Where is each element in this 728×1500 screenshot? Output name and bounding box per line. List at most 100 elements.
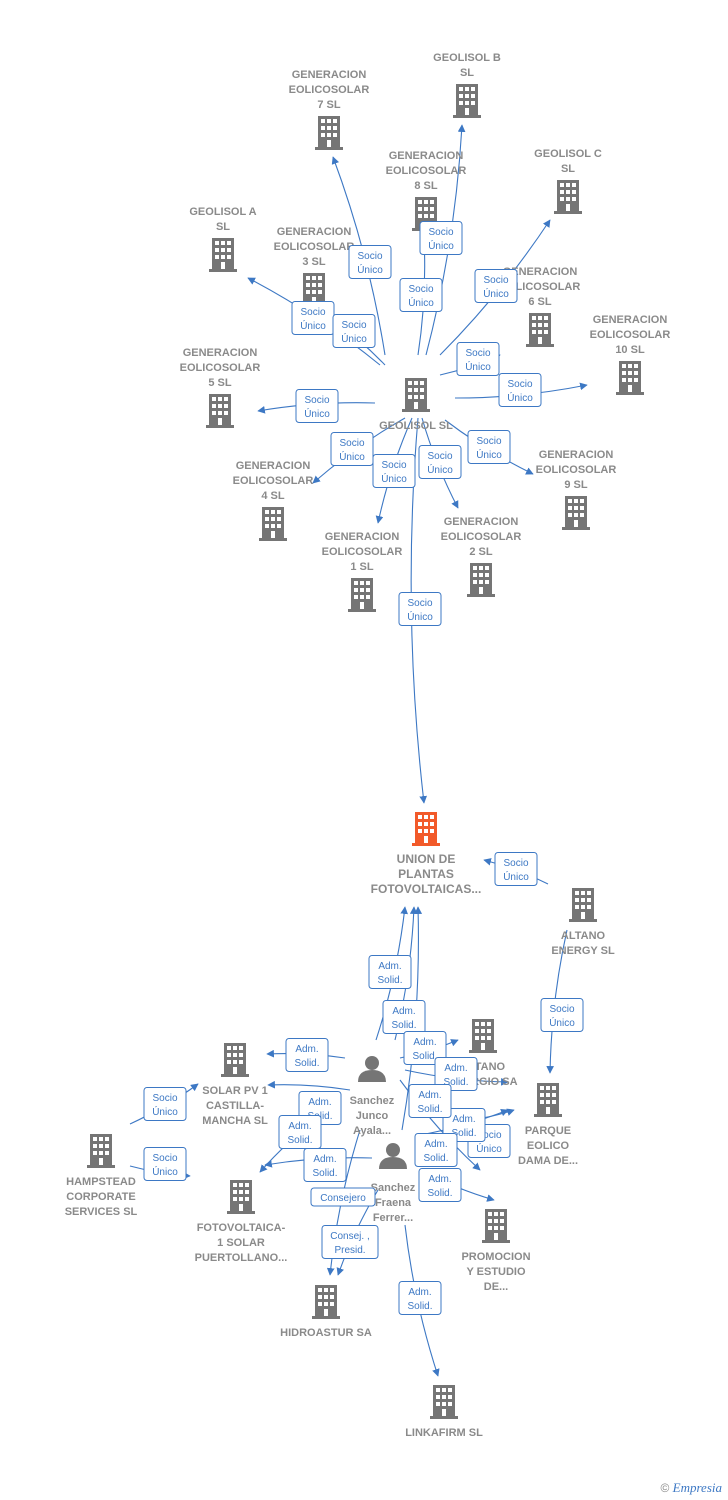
edge-label-text: Único	[465, 360, 491, 373]
edge-label-text: Socio	[465, 348, 490, 359]
edge-label-box[interactable]: Adm.Solid.	[285, 1038, 329, 1072]
edge-label-text: Solid.	[407, 1301, 432, 1312]
edge-label-box[interactable]: Adm.Solid.	[303, 1148, 347, 1182]
edge-label-box[interactable]: Adm.Solid.	[398, 1281, 442, 1315]
node-geolisola[interactable]: GEOLISOL ASL	[189, 206, 257, 272]
node-label-line: SL	[460, 67, 474, 79]
edge-label-frame	[456, 342, 500, 376]
node-label-line: ENERGY SL	[551, 945, 615, 957]
building-icon	[402, 378, 430, 412]
edge-label-text: Único	[339, 450, 365, 463]
edge-label-text: Único	[407, 610, 433, 623]
node-label-line: 8 SL	[414, 180, 438, 192]
edge-label-box[interactable]: Adm.Solid.	[403, 1031, 447, 1065]
node-label-line: EOLICOSOLAR	[274, 241, 355, 253]
footer-brand[interactable]: © Empresia	[660, 1480, 722, 1496]
node-label-line: Fraena	[375, 1197, 412, 1209]
node-label-line: 2 SL	[469, 546, 493, 558]
edge-label-text: Único	[408, 296, 434, 309]
node-sanchez1[interactable]: SanchezJuncoAyala...	[350, 1056, 395, 1137]
building-icon	[412, 812, 440, 846]
node-label-line: GENERACION	[183, 347, 258, 359]
node-label-line: CASTILLA-	[206, 1100, 264, 1112]
edge-label-text: Solid.	[412, 1051, 437, 1062]
node-geolisolb[interactable]: GEOLISOL BSL	[433, 52, 501, 118]
edge-label-box[interactable]: Adm.Solid.	[414, 1133, 458, 1167]
edge-label-text: Adm.	[418, 1090, 441, 1101]
edge-label-frame	[321, 1225, 379, 1259]
edge-label-text: Consej. ,	[330, 1231, 369, 1242]
edge-label-text: Solid.	[451, 1128, 476, 1139]
building-icon	[206, 394, 234, 428]
node-linkafirm[interactable]: LINKAFIRM SL	[405, 1385, 483, 1439]
edge-label-box[interactable]: Adm.Solid.	[418, 1168, 462, 1202]
node-geolisol[interactable]: GEOLISOL SL	[379, 378, 453, 432]
edge-label-text: Solid.	[294, 1058, 319, 1069]
edge-label-box[interactable]: Adm.Solid.	[278, 1115, 322, 1149]
node-union[interactable]: UNION DEPLANTASFOTOVOLTAICAS...	[371, 812, 482, 896]
node-sanchez2[interactable]: SanchezFraenaFerrer...	[371, 1143, 416, 1224]
node-fotovoltaica[interactable]: FOTOVOLTAICA-1 SOLARPUERTOLLANO...	[195, 1180, 288, 1264]
building-icon	[569, 888, 597, 922]
node-label-line: 1 SL	[350, 561, 374, 573]
edge-label-text: Socio	[304, 395, 329, 406]
edge-label-box[interactable]: Consej. ,Presid.	[321, 1225, 379, 1259]
edge-label-text: Único	[507, 391, 533, 404]
edge-label-box[interactable]: Consejero	[310, 1187, 376, 1207]
building-icon	[87, 1134, 115, 1168]
edge-labels-layer: SocioÚnicoSocioÚnicoSocioÚnicoSocioÚnico…	[143, 221, 584, 1315]
person-icon	[379, 1143, 407, 1169]
node-label-line: MANCHA SL	[202, 1115, 268, 1127]
edge-label-text: Único	[483, 287, 509, 300]
edge-label-frame	[498, 373, 542, 407]
node-geolisolc[interactable]: GEOLISOL CSL	[534, 148, 602, 214]
edge-label-text: Solid.	[427, 1188, 452, 1199]
edge-label-text: Adm.	[444, 1063, 467, 1074]
edge-label-text: Socio	[483, 275, 508, 286]
node-hidroastur[interactable]: HIDROASTUR SA	[280, 1285, 372, 1339]
building-icon	[430, 1385, 458, 1419]
edge-label-box[interactable]: Adm.Solid.	[382, 1000, 426, 1034]
building-icon	[315, 116, 343, 150]
edge-sanchez1-to-solarpv-24	[267, 1080, 351, 1091]
edge-label-box[interactable]: Adm.Solid.	[368, 955, 412, 989]
edge-label-box[interactable]: Adm.Solid.	[434, 1057, 478, 1091]
edge-label-box[interactable]: Adm.Solid.	[408, 1084, 452, 1118]
building-icon	[221, 1043, 249, 1077]
edge-label-text: Socio	[339, 438, 364, 449]
